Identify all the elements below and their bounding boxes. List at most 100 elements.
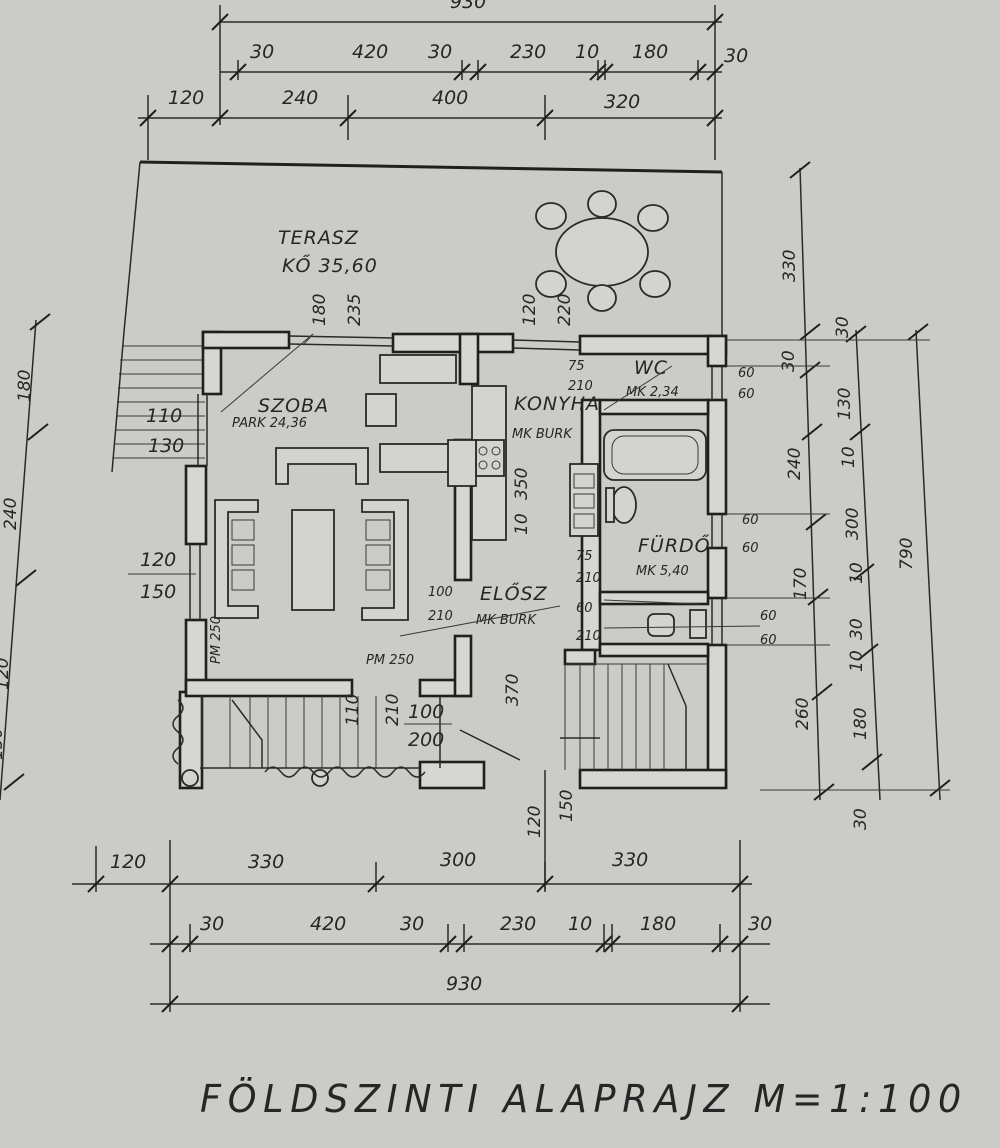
entry-dim-2: 150 bbox=[557, 790, 577, 822]
dim-right-7: 30 bbox=[851, 808, 871, 830]
dim-bot-2-3: 230 bbox=[500, 913, 536, 935]
opening-kitchen-window-h: 220 bbox=[555, 294, 575, 326]
dim-top-1-1: 420 bbox=[352, 41, 388, 63]
bath-door-h: 210 bbox=[576, 571, 601, 586]
bath-name: FÜRDŐ bbox=[638, 533, 711, 557]
wc-name: WC bbox=[634, 357, 668, 379]
dim-right-overall: 790 bbox=[897, 538, 917, 570]
kitchen-dim-small: 10 bbox=[512, 513, 532, 535]
kitchen-dim: 350 bbox=[512, 468, 532, 500]
dim-bot-1-0: 120 bbox=[110, 851, 146, 873]
hall-door-h: 210 bbox=[428, 609, 453, 624]
kitchen-floor: MK BURK bbox=[512, 427, 573, 442]
living-furniture bbox=[214, 354, 457, 621]
wc-floor: MK 2,34 bbox=[626, 385, 679, 400]
bathtub bbox=[603, 429, 707, 481]
dim-top-1-6: 30 bbox=[724, 45, 748, 67]
staircase-left bbox=[172, 696, 521, 787]
kitchen-name: KONYHA bbox=[514, 393, 600, 415]
column bbox=[311, 769, 329, 787]
wc2-window-2: 60 bbox=[760, 633, 777, 648]
bath-window-2: 60 bbox=[742, 541, 759, 556]
dim-right-3: 240 bbox=[785, 448, 805, 480]
opening-top-window: 180 bbox=[310, 294, 330, 326]
sink bbox=[647, 613, 675, 637]
terrace-name: TERASZ bbox=[278, 227, 359, 249]
dim-left-1: 240 bbox=[1, 498, 21, 530]
drawing-title: FÖLDSZINTI ALAPRAJZ M=1:100 bbox=[200, 1077, 968, 1121]
toilet bbox=[611, 486, 637, 524]
hall-dim: 370 bbox=[503, 674, 523, 706]
dining-chair bbox=[637, 204, 669, 232]
dim-right-1: 30 bbox=[779, 350, 799, 372]
dim-top-1-3: 230 bbox=[510, 41, 546, 63]
wc2-door-h: 210 bbox=[576, 629, 601, 644]
hall-opening-w: 100 bbox=[408, 701, 444, 723]
dim-top-1-5: 180 bbox=[632, 41, 668, 63]
kitchen-counter bbox=[447, 385, 599, 541]
wc2-window-1: 60 bbox=[760, 609, 777, 624]
window-marks bbox=[189, 335, 723, 645]
bath-door-w: 75 bbox=[576, 549, 593, 564]
dining-set bbox=[535, 190, 671, 312]
dim-right-2: 130 bbox=[835, 388, 855, 420]
dim-left-2: 120 bbox=[0, 658, 13, 690]
hall-opening-h: 200 bbox=[408, 729, 444, 751]
bath-window-1: 60 bbox=[742, 513, 759, 528]
dim-right-in-5: 10 bbox=[847, 650, 867, 672]
dim-top-2-0: 120 bbox=[168, 87, 204, 109]
living-room-name: SZOBA bbox=[258, 395, 329, 417]
dim-bot-2-2: 30 bbox=[400, 913, 424, 935]
wc-door-w: 75 bbox=[568, 359, 585, 374]
dim-top-2-1: 240 bbox=[282, 87, 318, 109]
column bbox=[181, 769, 199, 787]
dim-right-in-0: 30 bbox=[833, 316, 853, 338]
dims-right-inner: 30 10 30 10 180 10 bbox=[833, 316, 871, 740]
dim-top-overall: 930 bbox=[450, 0, 486, 13]
dims-top-row2: 120 240 400 320 bbox=[168, 87, 640, 113]
dim-left-0: 180 bbox=[15, 370, 35, 402]
wc2-door-w: 60 bbox=[576, 601, 593, 616]
top-dimension-lines bbox=[138, 5, 724, 160]
dim-bot-2-5: 180 bbox=[640, 913, 676, 935]
dim-top-2-2: 400 bbox=[432, 87, 468, 109]
dim-right-in-4: 180 bbox=[851, 708, 871, 740]
dining-chair bbox=[587, 284, 617, 312]
wc-door-h: 210 bbox=[568, 379, 593, 394]
bath-floor: MK 5,40 bbox=[636, 564, 689, 579]
hall-door-w: 100 bbox=[428, 585, 453, 600]
dim-bot-2-6: 30 bbox=[748, 913, 772, 935]
dim-right-6: 260 bbox=[793, 698, 813, 730]
entry-dim-1: 120 bbox=[525, 806, 545, 838]
dim-left-3: 150 bbox=[0, 728, 7, 760]
dining-chair bbox=[639, 270, 671, 298]
dining-chair bbox=[535, 270, 567, 298]
dim-right-4: 300 bbox=[843, 508, 863, 540]
dims-top-row1: 30 420 30 230 10 180 30 bbox=[250, 41, 748, 67]
dim-right-5: 170 bbox=[791, 568, 811, 600]
wc-window-2: 60 bbox=[738, 387, 755, 402]
dim-top-2-3: 320 bbox=[604, 91, 640, 113]
living-door-w: 110 bbox=[343, 694, 363, 726]
parapet-1: PM 250 bbox=[209, 616, 224, 664]
wc-window-1: 60 bbox=[738, 366, 755, 381]
dim-right-0: 330 bbox=[780, 250, 800, 282]
dim-right-in-3: 10 bbox=[847, 562, 867, 584]
dim-right-in-2: 30 bbox=[847, 618, 867, 640]
bottom-dimension-lines bbox=[72, 840, 770, 1013]
dim-top-1-0: 30 bbox=[250, 41, 274, 63]
left-window-1: 120 bbox=[140, 549, 176, 571]
dim-bot-2-1: 420 bbox=[310, 913, 346, 935]
dim-top-1-2: 30 bbox=[428, 41, 452, 63]
hall-name: ELŐSZ bbox=[480, 581, 548, 605]
dims-bottom-row2: 30 420 30 230 10 180 30 bbox=[200, 913, 772, 935]
dim-bot-1-1: 330 bbox=[248, 851, 284, 873]
dining-table bbox=[555, 217, 649, 287]
dining-chair bbox=[535, 202, 567, 230]
dim-top-1-4: 10 bbox=[575, 41, 599, 63]
exterior-walls bbox=[178, 330, 728, 790]
bathroom-fixtures bbox=[603, 429, 707, 639]
dining-chair bbox=[587, 190, 617, 218]
terrace-stairs bbox=[111, 331, 205, 473]
